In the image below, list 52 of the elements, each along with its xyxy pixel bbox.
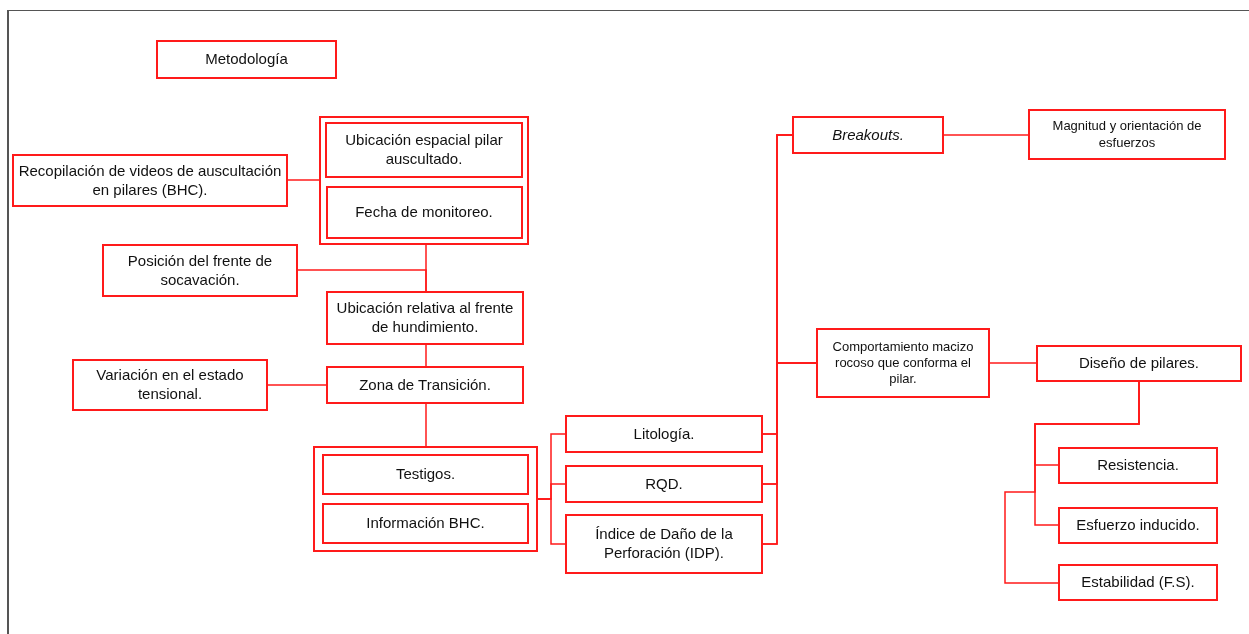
- connector-line: [267, 384, 327, 386]
- box-label: Esfuerzo inducido.: [1076, 516, 1200, 535]
- process-box: [1058, 447, 1218, 484]
- process-box: [72, 359, 268, 411]
- process-box: [156, 40, 337, 79]
- box-label: Fecha de monitoreo.: [355, 203, 493, 222]
- box-label: RQD.: [645, 474, 683, 494]
- connector-line: [425, 344, 427, 367]
- box-label: Recopilación de videos de auscultación en pilares (BHC).: [18, 161, 282, 200]
- connector-line: [425, 403, 427, 447]
- box-label: Magnitud y orientación de esfuerzos: [1051, 118, 1203, 151]
- process-box: [325, 122, 523, 178]
- process-box: [102, 244, 298, 297]
- process-box: [565, 514, 763, 574]
- box-label: Ubicación relativa al frente de hundimiento.: [335, 299, 515, 337]
- box-label: Posición del frente de socavación.: [126, 251, 274, 290]
- box-label: Estabilidad (F.S).: [1081, 573, 1195, 592]
- process-box: [322, 503, 529, 544]
- box-label: Resistencia.: [1097, 456, 1179, 475]
- process-box: [1058, 564, 1218, 601]
- box-label: Variación en el estado tensional.: [95, 366, 245, 404]
- process-box: [1036, 345, 1242, 382]
- connector-line: [943, 134, 1029, 136]
- process-box: [322, 454, 529, 495]
- box-label: Información BHC.: [366, 514, 485, 533]
- connector-line: [1004, 381, 1140, 584]
- process-box: [325, 186, 523, 239]
- box-label: Diseño de pilares.: [1078, 354, 1200, 373]
- process-box: [816, 328, 990, 398]
- process-box: [326, 291, 524, 345]
- box-label: Ubicación espacial pilar auscultado.: [344, 131, 504, 169]
- connector-line: [537, 498, 566, 545]
- box-label: Metodología: [205, 50, 288, 69]
- box-label: Comportamiento macizo rocoso que conforma el pilar.: [831, 338, 975, 388]
- box-label: Litología.: [633, 424, 695, 444]
- group-box: [313, 446, 538, 552]
- process-box: [1028, 109, 1226, 160]
- connector-line: [762, 362, 817, 545]
- connector-line: [297, 269, 427, 292]
- process-box: [326, 366, 524, 404]
- connector-line: [287, 179, 320, 181]
- process-box: [12, 154, 288, 207]
- box-label: Índice de Daño de la Perforación (IDP).: [594, 525, 734, 563]
- group-box: [319, 116, 529, 245]
- box-label: Breakouts.: [832, 125, 904, 145]
- box-label: Zona de Transición.: [359, 375, 491, 395]
- process-box: [565, 415, 763, 453]
- process-box: [792, 116, 944, 154]
- connector-line: [989, 362, 1037, 364]
- process-box: [565, 465, 763, 503]
- box-label: Testigos.: [395, 465, 456, 484]
- process-box: [1058, 507, 1218, 544]
